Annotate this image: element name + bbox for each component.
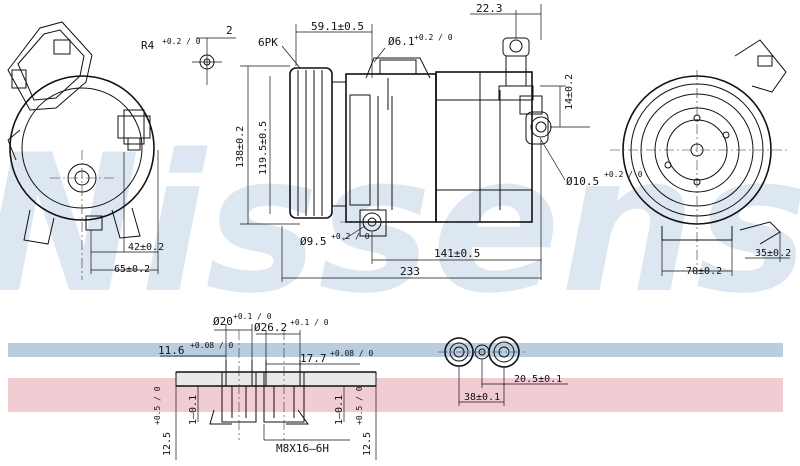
red-band bbox=[8, 378, 783, 412]
d10-5-tol-label: +0.2 / 0 bbox=[604, 170, 643, 179]
d20-5-label: 20.5±0.1 bbox=[514, 374, 562, 385]
d9-5-label: Ø9.5 bbox=[300, 235, 327, 248]
d35-label: 35±0.2 bbox=[755, 248, 791, 259]
port-detail: Ø20 +0.1 / 0 Ø26.2 +0.1 / 0 11.6 +0.08 /… bbox=[153, 312, 377, 460]
d11-6-tol-label: +0.08 / 0 bbox=[190, 341, 234, 350]
d10-5-label: Ø10.5 bbox=[566, 175, 599, 188]
d70-label: 70±0.2 bbox=[686, 266, 722, 277]
d20-tol-label: +0.1 / 0 bbox=[233, 312, 272, 321]
pk-label: 6PK bbox=[258, 36, 278, 49]
d119-label: 119.5±0.5 bbox=[258, 121, 269, 175]
d6-1-label: Ø6.1 bbox=[388, 35, 415, 48]
d9-5-tol-label: +0.2 / 0 bbox=[331, 232, 370, 241]
d17-7-tol-label: +0.08 / 0 bbox=[330, 349, 374, 358]
blue-band bbox=[8, 343, 783, 357]
d233-label: 233 bbox=[400, 265, 420, 278]
r-label: R4 bbox=[141, 39, 155, 52]
d26-label: Ø26.2 bbox=[254, 321, 287, 334]
thread-label: M8X16–6H bbox=[276, 442, 329, 455]
d65-label: 65±0.2 bbox=[114, 264, 150, 275]
d12-5a-label: 12.5 bbox=[162, 432, 173, 456]
front-view: 59.1±0.5 6PK Ø6.1 +0.2 / 0 22.3 14±0.2 1… bbox=[235, 2, 643, 282]
end-view: 70±0.2 35±0.2 bbox=[610, 39, 791, 277]
r-tol-label: +0.2 / 0 bbox=[162, 37, 201, 46]
d1-1a-label: 1–0.1 bbox=[188, 395, 199, 425]
d12-5b-label: 12.5 bbox=[362, 432, 373, 456]
d14-label: 14±0.2 bbox=[564, 74, 575, 110]
d17-7-label: 17.7 bbox=[300, 352, 327, 365]
d42-label: 42±0.2 bbox=[128, 242, 164, 253]
d26-tol-label: +0.1 / 0 bbox=[290, 318, 329, 327]
port-face: 20.5±0.1 38±0.1 bbox=[438, 336, 568, 406]
d12-5a-tol-label: +0.5 / 0 bbox=[153, 386, 162, 425]
d1-1b-label: 1–0.1 bbox=[334, 395, 345, 425]
d38-label: 38±0.1 bbox=[464, 392, 500, 403]
d141-label: 141±0.5 bbox=[434, 247, 480, 260]
d59-label: 59.1±0.5 bbox=[311, 20, 364, 33]
d20-label: Ø20 bbox=[213, 315, 233, 328]
watermark: Nissens bbox=[0, 114, 800, 335]
d12-5b-tol-label: +0.5 / 0 bbox=[355, 386, 364, 425]
watermark-label: Nissens bbox=[0, 114, 800, 335]
d138-label: 138±0.2 bbox=[235, 126, 246, 168]
d6-1-tol-label: +0.2 / 0 bbox=[414, 33, 453, 42]
d11-6-label: 11.6 bbox=[158, 344, 185, 357]
side-view: R4 +0.2 / 0 2 42±0.2 65±0.2 bbox=[7, 21, 236, 280]
d22-label: 22.3 bbox=[476, 2, 503, 15]
two-label: 2 bbox=[226, 24, 233, 37]
